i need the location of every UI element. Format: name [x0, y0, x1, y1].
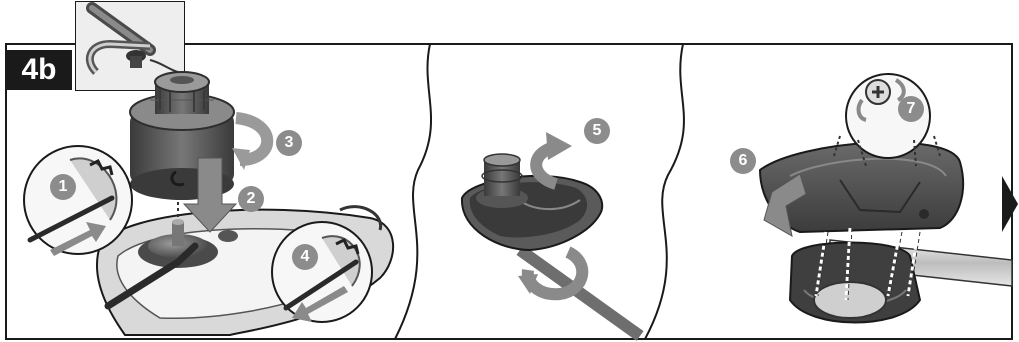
badge-6: 6	[730, 148, 756, 174]
badge-4: 4	[292, 244, 318, 270]
panel-spool-install	[24, 72, 393, 335]
badge-7: 7	[898, 96, 924, 122]
detail-circle-4	[272, 222, 372, 322]
badge-1: 1	[50, 174, 76, 200]
next-arrow-icon	[1002, 176, 1018, 232]
detail-circle-1	[24, 146, 132, 256]
panel-guard-fasten	[760, 74, 1018, 323]
badge-3: 3	[276, 130, 302, 156]
badge-2: 2	[238, 186, 264, 212]
badge-5: 5	[584, 118, 610, 144]
step-label: 4b	[6, 50, 72, 90]
panel-spool-rotate	[462, 132, 640, 336]
